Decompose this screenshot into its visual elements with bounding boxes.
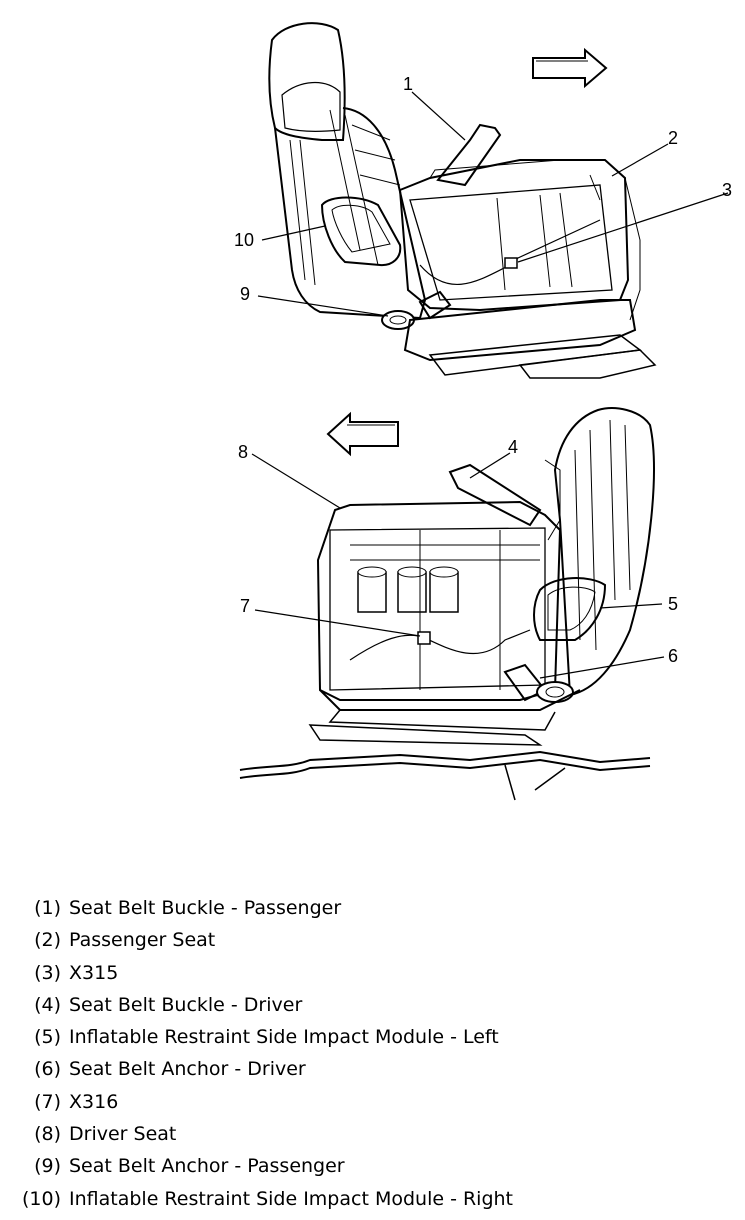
legend-number: (7) (34, 1090, 61, 1113)
legend-number: (6) (34, 1058, 61, 1081)
callout-6: 6 (668, 646, 678, 666)
legend-item: (7) X316 (8, 1086, 513, 1118)
legend-label: Passenger Seat (69, 929, 216, 952)
legend-label: Seat Belt Buckle - Passenger (69, 897, 342, 919)
legend-item: (8) Driver Seat (8, 1118, 513, 1150)
legend-number: (10) (21, 1187, 61, 1210)
callout-1: 1 (403, 74, 413, 94)
callout-2: 2 (668, 128, 678, 148)
legend-item: (3) X315 (8, 957, 513, 989)
legend-label: Seat Belt Anchor - Passenger (69, 1155, 345, 1178)
legend-label: Seat Belt Anchor - Driver (69, 1058, 306, 1081)
legend-label: X315 (69, 961, 119, 984)
callout-3: 3 (722, 180, 732, 200)
legend-label: Driver Seat (69, 1123, 177, 1146)
seat-diagram: 1 2 3 4 5 6 7 8 9 10 (234, 22, 732, 801)
legend-number: (9) (34, 1155, 61, 1178)
callout-10: 10 (234, 230, 254, 250)
legend-number: (3) (34, 961, 61, 984)
callout-labels: 1 2 3 4 5 6 7 8 9 10 (234, 74, 732, 666)
legend-label: X316 (69, 1090, 119, 1113)
legend-item: (2) Passenger Seat (8, 924, 513, 956)
legend-number: (1) (34, 897, 61, 919)
legend-item: (5) Inflatable Restraint Side Impact Modu… (8, 1021, 513, 1053)
legend-item: (4) Seat Belt Buckle - Driver (8, 989, 513, 1021)
legend-label: Inflatable Restraint Side Impact Module … (69, 1187, 514, 1210)
passenger-seat-illustration (268, 22, 657, 379)
callout-7: 7 (240, 596, 250, 616)
callout-4: 4 (508, 437, 518, 457)
legend-number: (8) (34, 1123, 61, 1146)
callout-5: 5 (668, 594, 678, 614)
parts-legend: (1) Seat Belt Buckle - Passenger (2) Passe… (8, 892, 513, 1215)
seat-motors (357, 566, 459, 613)
legend-number: (4) (34, 993, 61, 1016)
callout-leaders (251, 91, 729, 679)
legend-item: (10) Inflatable Restraint Side Impact Mod… (8, 1183, 513, 1215)
legend-label: Inflatable Restraint Side Impact Module … (69, 1026, 499, 1049)
arrow-left-icon (326, 411, 399, 457)
legend-item: (1) Seat Belt Buckle - Passenger (8, 892, 513, 924)
legend-item: (9) Seat Belt Anchor - Passenger (8, 1150, 513, 1182)
callout-9: 9 (240, 284, 250, 304)
arrow-right-icon (532, 47, 608, 89)
driver-seat-illustration (239, 407, 655, 801)
legend-number: (2) (34, 929, 61, 952)
legend-item: (6) Seat Belt Anchor - Driver (8, 1053, 513, 1085)
legend-label: Seat Belt Buckle - Driver (69, 993, 303, 1016)
callout-8: 8 (238, 442, 248, 462)
legend-number: (5) (34, 1026, 61, 1049)
